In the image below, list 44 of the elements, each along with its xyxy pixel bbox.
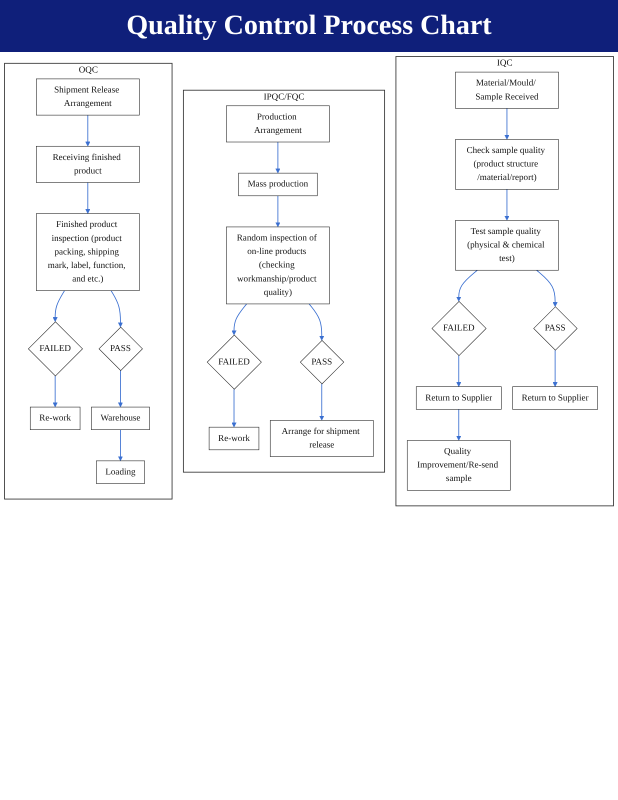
node-box: Re-work [208, 426, 260, 450]
node-diamond: PASS [533, 306, 578, 351]
arrow [456, 270, 478, 302]
node-box: Re-work [30, 406, 80, 430]
node-box: Arrange for shipment release [270, 420, 374, 457]
arrow [456, 355, 462, 387]
arrow [536, 270, 558, 307]
node-box: Return to Supplier [416, 386, 502, 410]
arrow [552, 350, 558, 387]
node-box: Shipment Release Arrangement [36, 78, 140, 116]
node-diamond: PASS [300, 340, 344, 384]
node-diamond: FAILED [206, 334, 262, 390]
node-diamond: FAILED [28, 321, 83, 376]
arrow [52, 290, 65, 322]
arrow [232, 388, 236, 428]
arrow [110, 290, 123, 328]
node-box: Material/Mould/ Sample Received [455, 72, 559, 109]
node-box: Production Arrangement [226, 106, 330, 142]
node-box: Check sample quality (product structure /material/report) [455, 139, 559, 190]
node-box: Warehouse [91, 406, 150, 430]
arrow [275, 142, 280, 174]
node-box: Loading [96, 460, 145, 484]
arrow [504, 188, 510, 221]
arrow [85, 114, 90, 146]
arrow [308, 304, 324, 341]
arrow [275, 195, 280, 228]
arrow [232, 304, 248, 336]
node-box: Finished product inspection (product packing, shipping mark, label, function, and etc.) [36, 213, 140, 291]
node-diamond: FAILED [432, 300, 487, 356]
arrow [456, 408, 462, 441]
arrow [52, 376, 58, 408]
chart-title: Quality Control Process Chart [0, 0, 618, 52]
arrow [504, 108, 510, 140]
arrow [118, 429, 123, 462]
node-box: Test sample quality (physical & chemical test) [455, 220, 559, 271]
node-box: Random inspection of on-line products (checking workmanship/product quality) [226, 226, 330, 304]
node-diamond: PASS [98, 326, 143, 371]
arrow [319, 383, 324, 421]
node-box: Quality Improvement/Re-send sample [406, 440, 511, 491]
node-box: Return to Supplier [512, 386, 598, 410]
node-box: Mass production [238, 172, 318, 196]
arrow [85, 182, 90, 214]
arrow [118, 370, 123, 408]
node-box: Receiving finished product [36, 146, 140, 183]
